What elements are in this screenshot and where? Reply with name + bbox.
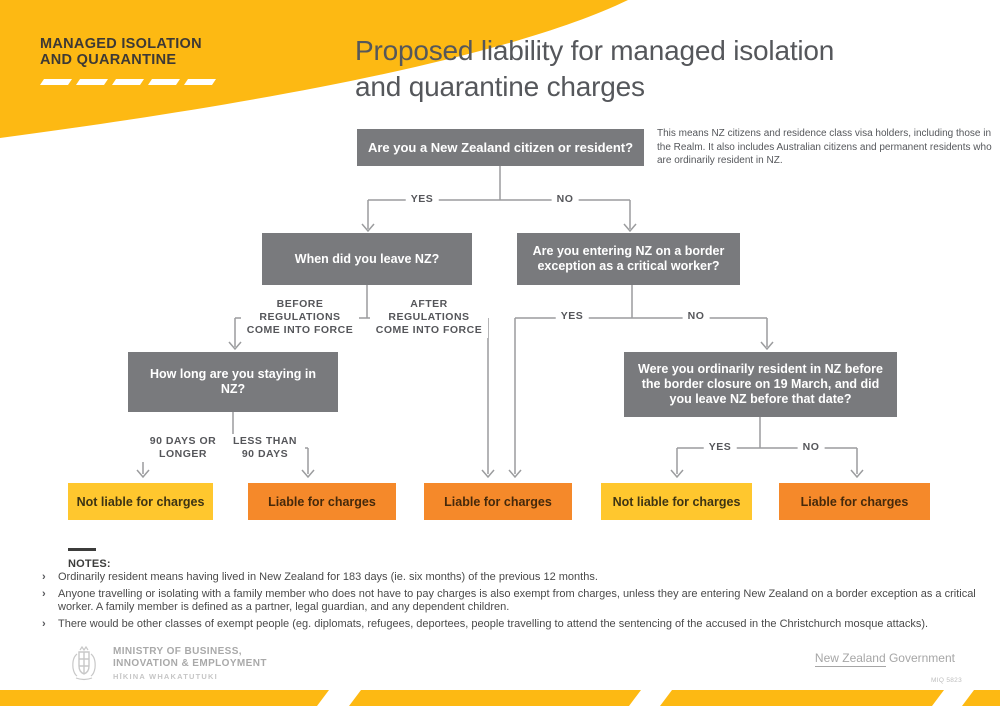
outcome-liable-3: Liable for charges — [779, 483, 930, 520]
question-when-did-you-leave: When did you leave NZ? — [262, 233, 472, 285]
note-item: › Ordinarily resident means having lived… — [42, 571, 977, 585]
branch-label-before-regulations: BEFORE REGULATIONS COME INTO FORCE — [241, 297, 359, 338]
outcome-not-liable-1: Not liable for charges — [68, 483, 213, 520]
page-title: Proposed liability for managed isolation… — [355, 33, 935, 105]
arrowheads — [136, 223, 864, 479]
branch-label-no-ordinarily-resident: NO — [797, 440, 825, 455]
nz-government-logo: New Zealand Government — [814, 651, 955, 667]
outcome-liable-2: Liable for charges — [424, 483, 572, 520]
header-swoosh — [0, 0, 628, 138]
note-item: › There would be other classes of exempt… — [42, 618, 977, 632]
coat-of-arms-icon — [64, 642, 104, 687]
note-text: Ordinarily resident means having lived i… — [58, 571, 598, 583]
notes-heading: NOTES: — [68, 558, 111, 570]
mbie-line1: MINISTRY OF BUSINESS, — [113, 646, 242, 657]
mbie-logo: MINISTRY OF BUSINESS, INNOVATION & EMPLO… — [113, 646, 267, 681]
question-border-exception: Are you entering NZ on a border exceptio… — [517, 233, 740, 285]
branch-label-after-regulations: AFTER REGULATIONS COME INTO FORCE — [370, 297, 488, 338]
page-title-line2: and quarantine charges — [355, 71, 645, 102]
branch-label-no-citizen: NO — [551, 192, 579, 207]
document-code: MIQ 5823 — [931, 677, 962, 684]
page-title-line1: Proposed liability for managed isolation — [355, 35, 835, 66]
road-dash-marks-icon — [40, 74, 220, 85]
question-how-long-staying: How long are you staying in NZ? — [128, 352, 338, 412]
branch-label-90-days-or-longer: 90 DAYS OR LONGER — [140, 434, 226, 462]
nz-govt-part2: Government — [885, 651, 955, 665]
road-bars-icon — [0, 690, 1000, 706]
chevron-bullet-icon: › — [42, 571, 46, 583]
outcome-liable-1: Liable for charges — [248, 483, 396, 520]
notes-divider — [68, 548, 96, 551]
chevron-bullet-icon: › — [42, 587, 46, 600]
branch-label-less-than-90-days: LESS THAN 90 DAYS — [225, 434, 305, 462]
outcome-not-liable-2: Not liable for charges — [601, 483, 752, 520]
branch-label-yes-ordinarily-resident: YES — [703, 440, 737, 455]
branch-label-no-critical-worker: NO — [682, 309, 710, 324]
nz-govt-part1: New Zealand — [814, 651, 886, 667]
miq-logo-line1: MANAGED ISOLATION — [40, 36, 202, 52]
note-text: Anyone travelling or isolating with a fa… — [58, 587, 976, 614]
question-citizen-or-resident: Are you a New Zealand citizen or residen… — [357, 129, 644, 166]
note-text: There would be other classes of exempt p… — [58, 617, 929, 630]
notes-list: › Ordinarily resident means having lived… — [42, 571, 977, 634]
citizen-definition-note: This means NZ citizens and residence cla… — [657, 128, 992, 166]
miq-logo-line2: AND QUARANTINE — [40, 52, 177, 68]
miq-logo: MANAGED ISOLATION AND QUARANTINE — [40, 36, 220, 85]
branch-label-yes-citizen: YES — [405, 192, 439, 207]
chevron-bullet-icon: › — [42, 617, 46, 630]
note-item: › Anyone travelling or isolating with a … — [42, 588, 977, 615]
mbie-line2: INNOVATION & EMPLOYMENT — [113, 657, 267, 669]
question-ordinarily-resident: Were you ordinarily resident in NZ befor… — [624, 352, 897, 417]
branch-label-yes-critical-worker: YES — [555, 309, 589, 324]
mbie-maori-name: HĪKINA WHAKATUTUKI — [113, 672, 218, 681]
